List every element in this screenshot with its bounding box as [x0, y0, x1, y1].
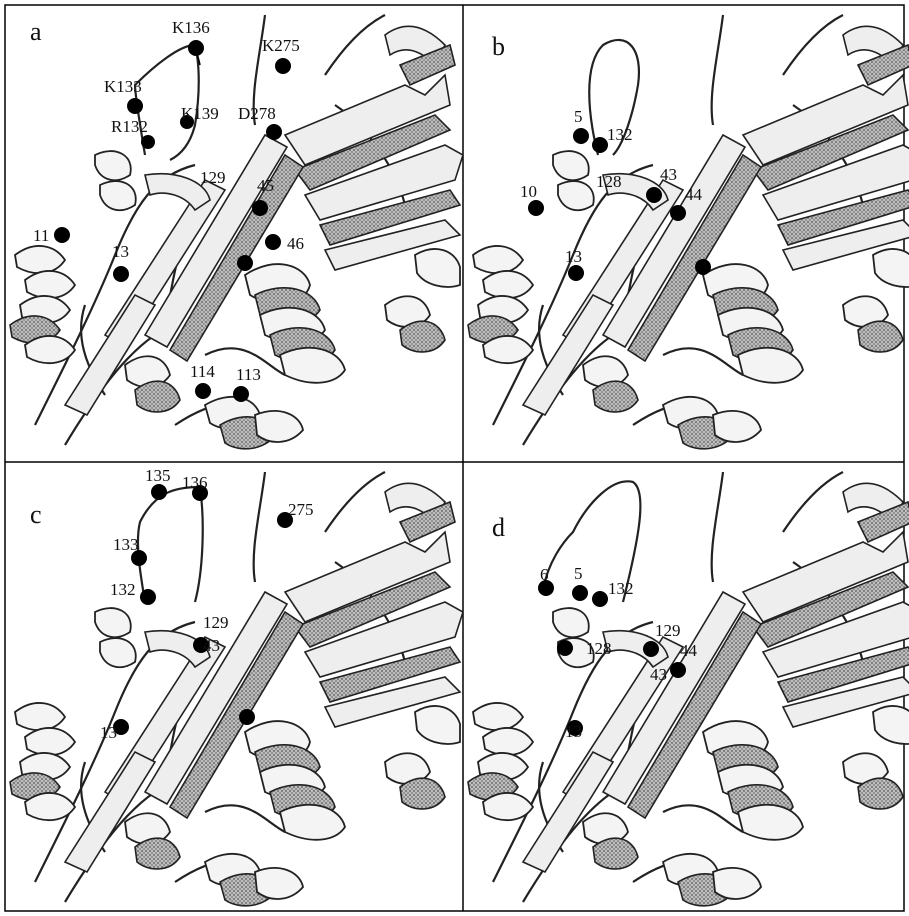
- residue-label: 43: [203, 636, 220, 655]
- panel-b: b 5 132 10 128 43 44 13: [468, 15, 909, 449]
- residue-label: 44: [685, 185, 703, 204]
- residue-label: 5: [574, 564, 583, 583]
- residue-label: 11: [33, 226, 49, 245]
- residue-label: 10: [520, 182, 537, 201]
- residue-label: R132: [111, 117, 148, 136]
- residue-label: 129: [655, 621, 681, 640]
- residue-label: 128: [586, 639, 612, 658]
- residue-label: 129: [200, 168, 226, 187]
- residue-label: K133: [104, 77, 142, 96]
- residue-label: K275: [262, 36, 300, 55]
- panel-a: a K136 K275 K133 K139 D278 R132 129 45 1…: [10, 15, 463, 449]
- residue-label: 129: [203, 613, 229, 632]
- residue-label: 132: [607, 125, 633, 144]
- panel-c: c 135 136 275 133 132 129 43 13: [10, 466, 463, 906]
- residue-label: 135: [145, 466, 171, 485]
- residue-label: 114: [190, 362, 215, 381]
- panel-letter: a: [30, 17, 42, 46]
- panel-letter: b: [492, 32, 505, 61]
- panel-letter: d: [492, 513, 505, 542]
- residue-label: D278: [238, 104, 276, 123]
- residue-label: 44: [680, 641, 698, 660]
- residue-label: 13: [565, 247, 582, 266]
- residue-label: 13: [112, 242, 129, 261]
- residue-label: 5: [574, 107, 583, 126]
- residue-label: 136: [182, 473, 208, 492]
- residue-label: 46: [287, 234, 304, 253]
- residue-label: 275: [288, 500, 314, 519]
- panel-letter: c: [30, 500, 42, 529]
- residue-label: 45: [257, 176, 274, 195]
- panel-d: d 6 5 132 129 128 43 44 13: [468, 472, 909, 906]
- residue-label: 113: [236, 365, 261, 384]
- residue-label: K136: [172, 18, 210, 37]
- residue-label: 13: [100, 723, 117, 742]
- residue-label: 6: [540, 565, 549, 584]
- residue-label: 43: [650, 665, 667, 684]
- residue-label: 133: [113, 535, 139, 554]
- residue-label: 13: [565, 722, 582, 741]
- residue-label: K139: [181, 104, 219, 123]
- residue-label: 132: [608, 579, 634, 598]
- residue-label: 128: [596, 172, 622, 191]
- residue-label: 43: [660, 165, 677, 184]
- residue-label: 132: [110, 580, 136, 599]
